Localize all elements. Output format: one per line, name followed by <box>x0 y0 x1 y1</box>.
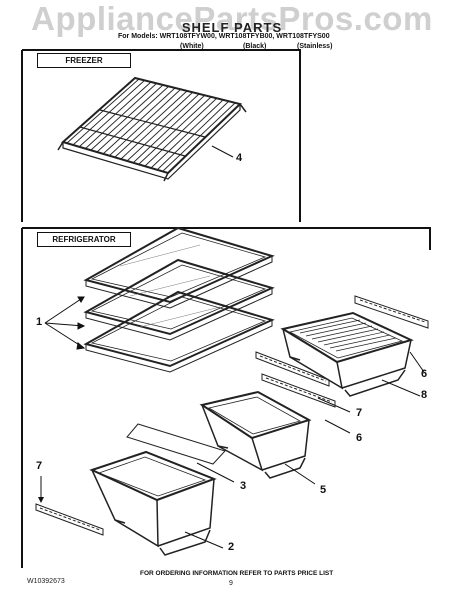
callout-1: 1 <box>36 316 43 328</box>
meat-pan <box>280 311 414 397</box>
freezer-wire-shelf <box>57 76 247 182</box>
leader-8 <box>381 379 421 397</box>
leader-4 <box>211 145 234 158</box>
models-line: For Models: WRT108TFYW00, WRT108TFYB00, … <box>118 33 330 40</box>
ordering-info: FOR ORDERING INFORMATION REFER TO PARTS … <box>140 570 334 577</box>
rail-bottom-left <box>35 503 104 536</box>
callout-7-bottom: 7 <box>36 460 43 472</box>
crisper-cover <box>126 423 226 465</box>
leader-1 <box>44 296 86 350</box>
leader-3 <box>196 462 235 483</box>
callout-5: 5 <box>320 484 327 496</box>
variant-stainless: (Stainless) <box>297 43 333 50</box>
crisper-drawer-right <box>199 390 312 479</box>
callout-6-top: 6 <box>421 368 428 380</box>
callout-8: 8 <box>421 389 428 401</box>
refrigerator-section-border <box>21 227 431 568</box>
freezer-section-border <box>21 49 301 222</box>
callout-7-middle: 7 <box>356 407 363 419</box>
crisper-drawer-left <box>89 450 217 556</box>
page-number: 9 <box>229 580 233 587</box>
leader-2 <box>184 531 224 549</box>
glass-shelves <box>83 226 275 373</box>
freezer-label: FREEZER <box>37 53 131 68</box>
page-title: SHELF PARTS <box>181 20 283 35</box>
variant-black: (Black) <box>243 43 267 50</box>
callout-2: 2 <box>228 541 235 553</box>
rail-top-right <box>354 295 429 329</box>
rail-middle <box>255 351 330 387</box>
watermark: AppliancePartsPros.com <box>31 0 433 37</box>
leader-6-lower <box>324 419 351 434</box>
refrigerator-label: REFRIGERATOR <box>37 232 131 247</box>
document-number: W10392673 <box>27 578 65 585</box>
callout-6-lower: 6 <box>356 432 363 444</box>
leader-5 <box>284 463 316 485</box>
rail-lower <box>261 373 336 408</box>
leader-6-top <box>409 351 425 373</box>
leader-7-middle <box>317 397 351 413</box>
callout-3: 3 <box>240 480 247 492</box>
callout-4: 4 <box>236 152 243 164</box>
variant-white: (White) <box>180 43 204 50</box>
